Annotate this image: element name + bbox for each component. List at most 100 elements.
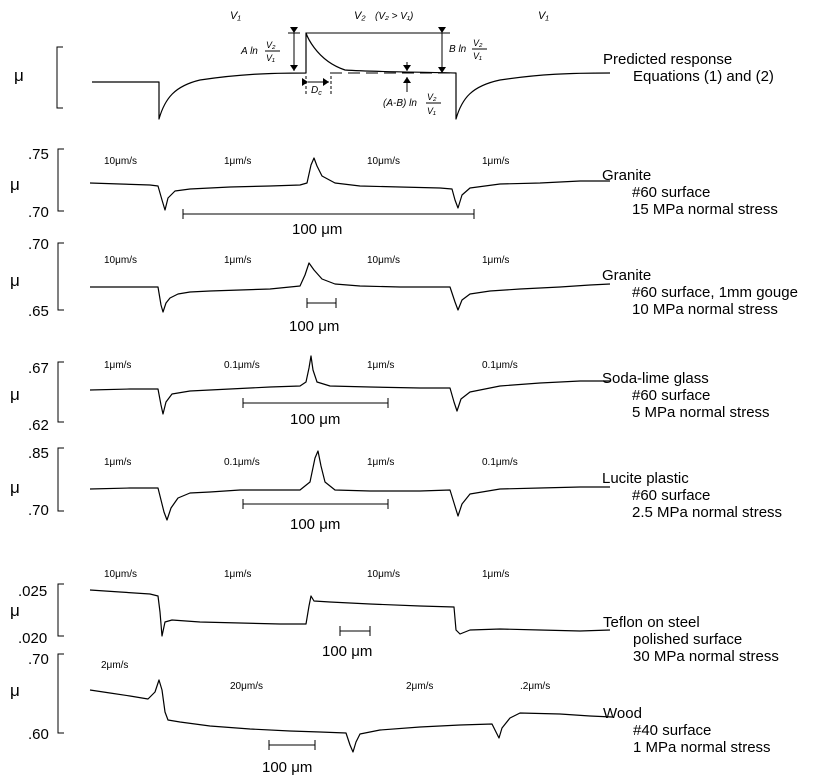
annot-dc-subscript: c [318, 90, 322, 97]
panel-1-trace [89, 157, 610, 211]
annot-dc-label: Dc [311, 85, 322, 97]
annot-ab-prefix: (A-B) ln [383, 98, 417, 109]
panel-2-speed-4: 1μm/s [482, 255, 509, 266]
panel-1-speed-3: 10μm/s [367, 156, 400, 167]
panel-6-speed-3: 2μm/s [406, 681, 433, 692]
panel-4-speed-3: 1μm/s [367, 457, 394, 468]
annot-ab-frac-den: V₁ [427, 106, 436, 116]
panel-5-ytick-top: .025 [18, 583, 47, 600]
panel-6-axis [57, 653, 64, 734]
panel-2-scale-label: 100 μm [289, 318, 339, 335]
annot-a-frac-den: V₁ [266, 53, 275, 63]
panel-2-ytick-top: .70 [28, 236, 49, 253]
predicted-trace [92, 32, 611, 120]
annot-dc-d: D [311, 85, 318, 96]
panel-3-ytick-bottom: .62 [28, 417, 49, 434]
panel-1-scale-label: 100 μm [292, 221, 342, 238]
panel-4-speed-1: 1μm/s [104, 457, 131, 468]
panel-4-stress: 2.5 MPa normal stress [632, 504, 782, 521]
panel-6-ytick-top: .70 [28, 651, 49, 668]
predicted-speed-v2-condition: (V₂ > V₁) [375, 11, 413, 22]
annot-a-prefix: A ln [240, 46, 258, 57]
panel-1-ylabel: μ [10, 175, 20, 194]
panel-2-speed-3: 10μm/s [367, 255, 400, 266]
panel-4-scale-label: 100 μm [290, 516, 340, 533]
panel-2-speed-1: 10μm/s [104, 255, 137, 266]
panel-3-speed-3: 1μm/s [367, 360, 394, 371]
panel-2-scale-bar [306, 298, 337, 308]
predicted-speed-v1-right: V₁ [538, 10, 549, 22]
panel-3-trace [89, 355, 610, 415]
panel-6-material: Wood [603, 705, 642, 722]
panel-3-speed-1: 1μm/s [104, 360, 131, 371]
panel-3-speed-2: 0.1μm/s [224, 360, 260, 371]
panel-6-ylabel: μ [10, 681, 20, 700]
panel-6-trace [89, 679, 613, 753]
predicted-speed-v1-left: V₁ [230, 10, 241, 22]
panel-5-axis [57, 583, 64, 637]
panel-5-speed-1: 10μm/s [104, 569, 137, 580]
panel-3-speed-4: 0.1μm/s [482, 360, 518, 371]
panel-wood: .70 μ .60 2μm/s 20μm/s 2μm/s .2μm/s 100 … [10, 651, 771, 776]
panel-4-material: Lucite plastic [602, 470, 689, 487]
panel-soda-lime-glass: .67 μ .62 1μm/s 0.1μm/s 1μm/s 0.1μm/s 10… [10, 355, 770, 434]
predicted-title: Predicted response [603, 51, 732, 68]
panel-3-material: Soda-lime glass [602, 370, 709, 387]
predicted-subtitle: Equations (1) and (2) [633, 68, 774, 85]
panel-6-surface: #40 surface [633, 722, 711, 739]
panel-5-material: Teflon on steel [603, 614, 700, 631]
panel-4-ytick-top: .85 [28, 445, 49, 462]
panel-6-scale-label: 100 μm [262, 759, 312, 776]
annot-b-frac-num: V₂ [473, 38, 483, 48]
panel-1-axis [57, 148, 64, 212]
panel-1-surface: #60 surface [632, 184, 710, 201]
predicted-bracket [56, 46, 63, 109]
panel-lucite-plastic: .85 μ .70 1μm/s 0.1μm/s 1μm/s 0.1μm/s 10… [10, 445, 782, 533]
panel-3-scale-bar [242, 398, 389, 408]
panel-2-trace [90, 262, 611, 313]
panel-2-speed-2: 1μm/s [224, 255, 251, 266]
panel-1-stress: 15 MPa normal stress [632, 201, 778, 218]
panel-4-ytick-bottom: .70 [28, 502, 49, 519]
annot-ab-frac-num: V₂ [427, 92, 437, 102]
panel-5-trace [89, 589, 611, 637]
annot-b-prefix: B ln [449, 44, 467, 55]
panel-granite-gouge: .70 μ .65 10μm/s 1μm/s 10μm/s 1μm/s 100 … [10, 236, 798, 335]
panel-5-surface: polished surface [633, 631, 742, 648]
panel-5-stress: 30 MPa normal stress [633, 648, 779, 665]
panel-3-ylabel: μ [10, 385, 20, 404]
panel-1-speed-2: 1μm/s [224, 156, 251, 167]
panel-6-stress: 1 MPa normal stress [633, 739, 771, 756]
panel-4-axis [57, 447, 64, 512]
panel-2-ytick-bottom: .65 [28, 303, 49, 320]
panel-1-ytick-top: .75 [28, 146, 49, 163]
panel-5-speed-3: 10μm/s [367, 569, 400, 580]
panel-3-ytick-top: .67 [28, 360, 49, 377]
panel-5-ylabel: μ [10, 601, 20, 620]
panel-4-ylabel: μ [10, 478, 20, 497]
panel-6-speed-2: 20μm/s [230, 681, 263, 692]
panel-5-scale-bar [339, 626, 371, 636]
panel-4-surface: #60 surface [632, 487, 710, 504]
panel-6-speed-1: 2μm/s [101, 660, 128, 671]
panel-1-ytick-bottom: .70 [28, 204, 49, 221]
predicted-mu-label: μ [14, 66, 24, 85]
panel-6-scale-bar [268, 740, 316, 750]
panel-2-material: Granite [602, 267, 651, 284]
panel-3-axis [57, 361, 64, 423]
panel-3-scale-label: 100 μm [290, 411, 340, 428]
panel-granite-15mpa: .75 μ .70 10μm/s 1μm/s 10μm/s 1μm/s 100 … [10, 146, 778, 238]
panel-5-scale-label: 100 μm [322, 643, 372, 660]
annot-a-frac-num: V₂ [266, 40, 276, 50]
panel-3-stress: 5 MPa normal stress [632, 404, 770, 421]
predicted-panel: μ V₁ V₂ (V₂ > V₁) V₁ A ln V₂ V₁ B ln V₂ … [14, 10, 774, 120]
panel-6-speed-4: .2μm/s [520, 681, 550, 692]
panel-4-speed-4: 0.1μm/s [482, 457, 518, 468]
panel-4-trace [89, 450, 610, 521]
annot-b-frac-den: V₁ [473, 51, 482, 61]
panel-1-speed-1: 10μm/s [104, 156, 137, 167]
panel-2-stress: 10 MPa normal stress [632, 301, 778, 318]
panel-5-speed-4: 1μm/s [482, 569, 509, 580]
panel-2-ylabel: μ [10, 271, 20, 290]
